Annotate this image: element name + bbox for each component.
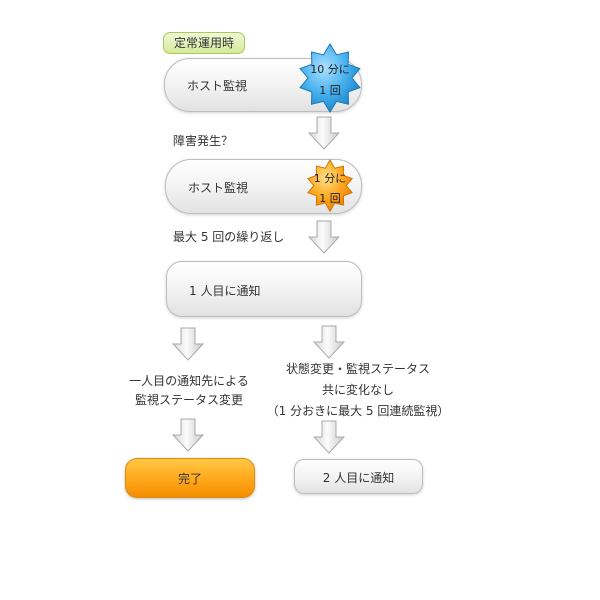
host-monitor-box-2-label: ホスト監視 bbox=[188, 181, 249, 195]
arrow-down-left-2 bbox=[172, 418, 204, 452]
blue-burst-line2: 1 回 bbox=[319, 84, 341, 97]
arrow-down-1 bbox=[308, 116, 340, 150]
orange-burst-line1: 1 分に bbox=[313, 172, 347, 185]
arrow-down-right-1 bbox=[313, 325, 345, 359]
right-branch-line2: 共に変化なし bbox=[321, 383, 394, 397]
left-branch-status-changed-label: 一人目の通知先による 監視ステータス変更 bbox=[116, 372, 262, 410]
arrow-down-right-2 bbox=[313, 420, 345, 454]
left-branch-line1: 一人目の通知先による bbox=[129, 374, 249, 388]
max-repeat-label: 最大 5 回の繰り返し bbox=[173, 230, 285, 244]
done-label: 完了 bbox=[177, 472, 202, 486]
left-branch-line2: 監視ステータス変更 bbox=[134, 393, 243, 407]
notify-second-person-label: 2 人目に通知 bbox=[322, 471, 395, 485]
arrow-down-left-1 bbox=[172, 327, 204, 361]
frequency-burst-blue: 10 分に 1 回 bbox=[293, 42, 367, 116]
state-tag-normal-operation: 定常運用時 bbox=[163, 32, 245, 54]
host-monitor-box-1-label: ホスト監視 bbox=[187, 79, 248, 93]
notify-second-person-box: 2 人目に通知 bbox=[294, 459, 423, 494]
right-branch-no-change-label: 状態変更・監視ステータス 共に変化なし （1 分おきに最大 5 回連続監視） bbox=[258, 359, 458, 422]
orange-burst-line2: 1 回 bbox=[319, 192, 341, 205]
right-branch-line1: 状態変更・監視ステータス bbox=[285, 362, 430, 376]
starburst-blue-icon bbox=[299, 43, 361, 114]
starburst-orange-icon bbox=[307, 158, 353, 213]
arrow-down-2 bbox=[308, 220, 340, 254]
right-branch-line3: （1 分おきに最大 5 回連続監視） bbox=[266, 404, 450, 418]
done-box: 完了 bbox=[125, 458, 255, 498]
blue-burst-line1: 10 分に bbox=[310, 63, 350, 76]
notify-first-person-label: 1 人目に通知 bbox=[189, 284, 261, 298]
frequency-burst-orange: 1 分に 1 回 bbox=[302, 158, 358, 214]
notify-first-person-box: 1 人目に通知 bbox=[166, 261, 362, 317]
fault-occurred-label: 障害発生？ bbox=[173, 134, 234, 148]
